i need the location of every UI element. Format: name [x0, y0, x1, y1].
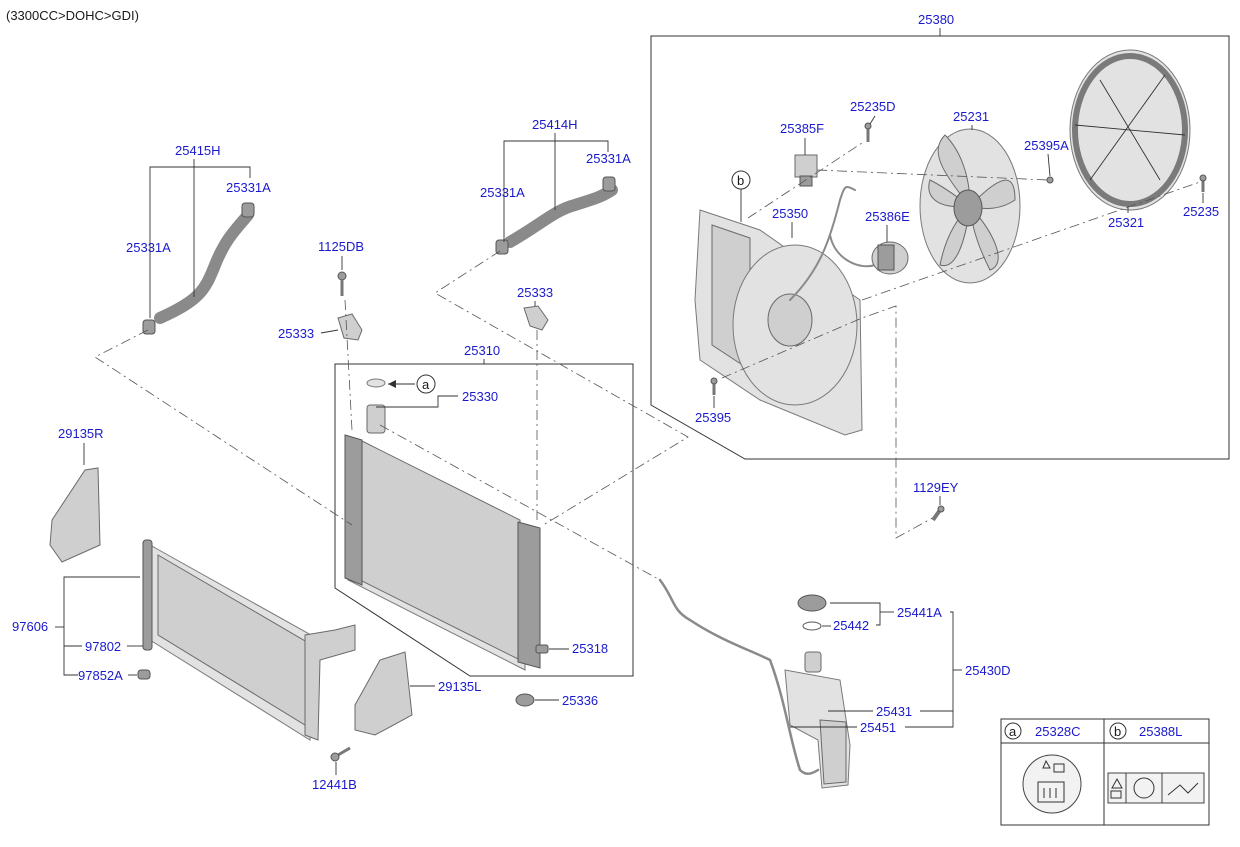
warning-label-25388l-illustration: [1107, 772, 1205, 804]
part-label-29135L[interactable]: 29135L: [438, 679, 481, 694]
part-label-25333-left[interactable]: 25333: [278, 326, 314, 341]
part-label-25331A-upper-left[interactable]: 25331A: [126, 240, 171, 255]
condenser-illustration: [142, 539, 356, 741]
upper-hose-illustration: [142, 202, 255, 335]
overflow-hose-illustration: [658, 578, 820, 775]
screw-25395-illustration: [710, 377, 718, 395]
shield-29135r-illustration: [49, 467, 101, 563]
part-label-12441B[interactable]: 12441B: [312, 777, 357, 792]
part-label-25395A[interactable]: 25395A: [1024, 138, 1069, 153]
part-label-97852A[interactable]: 97852A: [78, 668, 123, 683]
part-label-25431[interactable]: 25431: [876, 704, 912, 719]
reservoir-illustration: [784, 651, 851, 789]
part-label-25441A[interactable]: 25441A: [897, 605, 942, 620]
part-label-25321[interactable]: 25321: [1108, 215, 1144, 230]
part-label-29135R[interactable]: 29135R: [58, 426, 104, 441]
lower-hose-illustration: [495, 176, 618, 255]
legend-a-circle: [1004, 722, 1022, 740]
bolt-12441b-illustration: [330, 746, 351, 762]
part-label-25415H[interactable]: 25415H: [175, 143, 221, 158]
fan-shroud-illustration: [694, 186, 876, 436]
callout-a-circle[interactable]: [416, 374, 436, 394]
part-label-25350[interactable]: 25350: [772, 206, 808, 221]
bracket-25333-left-illustration: [337, 313, 363, 341]
part-label-25395[interactable]: 25395: [695, 410, 731, 425]
part-label-25330[interactable]: 25330: [462, 389, 498, 404]
part-label-1125DB[interactable]: 1125DB: [318, 239, 364, 254]
radiator-assembly-frame: [334, 363, 634, 677]
callout-b: b: [737, 173, 744, 188]
callout-a: a: [422, 377, 430, 392]
resistor-illustration: [794, 154, 818, 187]
part-label-25385F[interactable]: 25385F: [780, 121, 824, 136]
radiator-illustration: [344, 378, 541, 671]
part-label-25451[interactable]: 25451: [860, 720, 896, 735]
part-label-25231[interactable]: 25231: [953, 109, 989, 124]
fan-motor-illustration: [871, 241, 909, 275]
screw-25395a-illustration: [1046, 176, 1054, 184]
part-label-25331A-lower-right[interactable]: 25331A: [586, 151, 631, 166]
fan-ring-illustration: [1069, 49, 1191, 211]
screw-25235-illustration: [1199, 174, 1207, 192]
part-label-97606[interactable]: 97606: [12, 619, 48, 634]
desiccant-97852a-illustration: [137, 669, 151, 680]
legend-b-circle: [1109, 722, 1127, 740]
part-label-97802[interactable]: 97802: [85, 639, 121, 654]
bracket-25333-right-illustration: [523, 305, 549, 331]
bolt-1129ey-illustration: [931, 505, 945, 522]
fan-blade-illustration: [919, 128, 1021, 284]
part-label-25414H[interactable]: 25414H: [532, 117, 578, 132]
shield-29135l-illustration: [354, 651, 413, 736]
engine-spec-header: (3300CC>DOHC>GDI): [6, 8, 139, 23]
bolt-25235d-illustration: [864, 122, 872, 142]
part-label-25336[interactable]: 25336: [562, 693, 598, 708]
legend-b-letter: b: [1114, 724, 1121, 739]
part-label-25331A-upper-right[interactable]: 25331A: [226, 180, 271, 195]
drain-plug-25318-illustration: [535, 644, 549, 654]
part-label-25235[interactable]: 25235: [1183, 204, 1219, 219]
part-label-25318[interactable]: 25318: [572, 641, 608, 656]
legend-a-part[interactable]: 25328C: [1035, 724, 1081, 739]
legend-box: a 25328C b 25388L: [1000, 718, 1210, 826]
cap-oring-illustration: [802, 621, 822, 631]
part-label-25235D[interactable]: 25235D: [850, 99, 896, 114]
fan-assembly-frame: [650, 35, 1230, 460]
warning-label-25328c-illustration: [1022, 754, 1082, 814]
part-label-25310[interactable]: 25310: [464, 343, 500, 358]
bolt-1125db-illustration: [337, 271, 347, 296]
part-label-25331A-lower-left[interactable]: 25331A: [480, 185, 525, 200]
part-label-25442[interactable]: 25442: [833, 618, 869, 633]
mount-25336-illustration: [515, 693, 535, 707]
reservoir-cap-illustration: [797, 594, 827, 612]
part-label-1129EY[interactable]: 1129EY: [913, 480, 959, 495]
legend-b-part[interactable]: 25388L: [1139, 724, 1182, 739]
legend-a-letter: a: [1009, 724, 1017, 739]
part-label-25333-right[interactable]: 25333: [517, 285, 553, 300]
part-label-25380[interactable]: 25380: [918, 12, 954, 27]
part-label-25430D[interactable]: 25430D: [965, 663, 1011, 678]
part-label-25386E[interactable]: 25386E: [865, 209, 910, 224]
